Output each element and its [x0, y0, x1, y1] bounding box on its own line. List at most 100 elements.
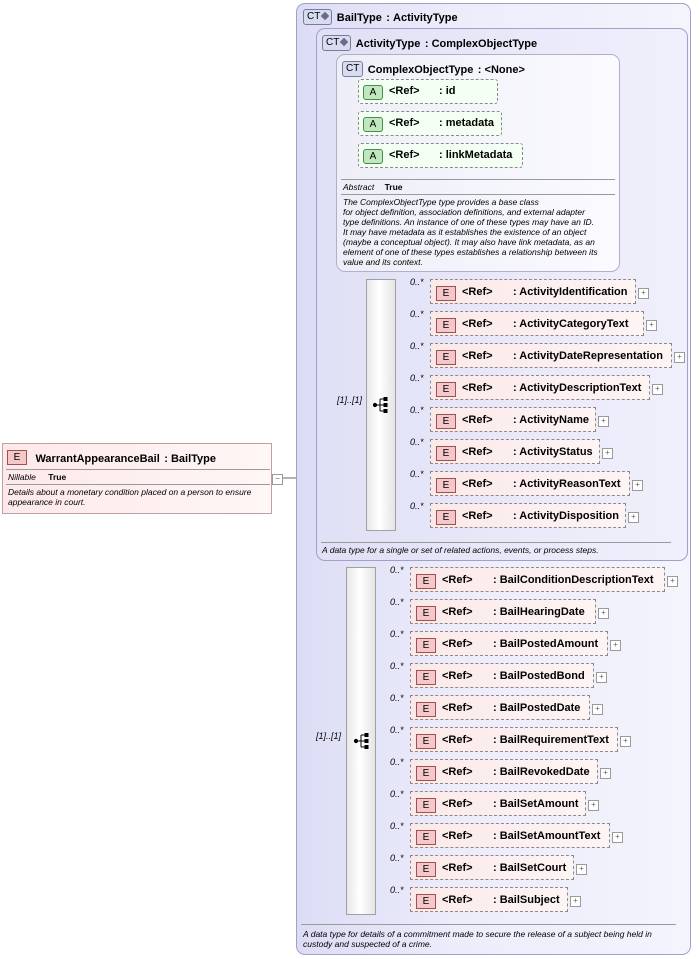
expand-toggle[interactable]: +: [600, 768, 611, 779]
expand-toggle[interactable]: +: [576, 864, 587, 875]
element-box[interactable]: E <Ref> : BailSubject: [410, 887, 568, 912]
element-icon: E: [436, 318, 456, 333]
element-box[interactable]: E<Ref>: BailRevokedDate: [410, 759, 598, 784]
expand-toggle[interactable]: +: [674, 352, 685, 363]
attribute-link-metadata[interactable]: A <Ref> : linkMetadata: [358, 143, 523, 168]
element-name: : BailHearingDate: [493, 606, 585, 618]
element-ref: <Ref>: [442, 894, 473, 906]
element-multiplicity: 0..*: [410, 341, 424, 351]
expand-toggle[interactable]: +: [667, 576, 678, 587]
element-icon: E: [416, 670, 436, 685]
element-icon: E: [416, 734, 436, 749]
element-name: : BailSubject: [493, 894, 560, 906]
element-name: : ActivityName: [513, 414, 590, 426]
element-box[interactable]: E<Ref>: BailConditionDescriptionText: [410, 567, 665, 592]
element-box[interactable]: E<Ref>: ActivityDateRepresentation: [430, 343, 672, 368]
element-multiplicity: 0..*: [410, 469, 424, 479]
element-icon: E: [7, 450, 27, 466]
element-ref: <Ref>: [442, 670, 473, 682]
element-multiplicity: 0..*: [390, 853, 404, 863]
element-name: : ActivityDisposition: [513, 510, 619, 522]
element-name: : BailConditionDescriptionText: [493, 574, 654, 586]
activity-type-name: ActivityType: [355, 38, 421, 50]
element-multiplicity: 0..*: [390, 565, 404, 575]
element-ref: <Ref>: [442, 574, 473, 586]
root-element-box[interactable]: E WarrantAppearanceBail : BailType Nilla…: [2, 443, 272, 514]
complex-object-type-name: ComplexObjectType: [367, 64, 474, 76]
expand-toggle[interactable]: +: [632, 480, 643, 491]
expand-toggle[interactable]: +: [592, 704, 603, 715]
complex-object-type-base: <None>: [484, 64, 525, 76]
attribute-name: : metadata: [439, 117, 495, 129]
element-icon: E: [416, 862, 436, 877]
element-box[interactable]: E<Ref>: ActivityDisposition: [430, 503, 626, 528]
element-box[interactable]: E <Ref> : ActivityStatus: [430, 439, 600, 464]
expand-toggle[interactable]: +: [646, 320, 657, 331]
element-box[interactable]: E<Ref>: BailPostedDate: [410, 695, 590, 720]
complex-type-icon: CT: [303, 8, 333, 25]
element-multiplicity: 0..*: [390, 725, 404, 735]
bail-type-header: CT BailType : ActivityType: [303, 8, 458, 26]
root-element-name: WarrantAppearanceBail: [35, 453, 160, 465]
element-ref: <Ref>: [442, 830, 473, 842]
activity-type-description: A data type for a single or set of relat…: [322, 545, 599, 555]
element-icon: E: [416, 894, 436, 909]
element-icon: E: [436, 414, 456, 429]
element-box[interactable]: E<Ref>: BailSetAmount: [410, 791, 586, 816]
attribute-id[interactable]: A <Ref> : id: [358, 79, 498, 104]
element-name: : BailSetAmountText: [493, 830, 601, 842]
element-ref: <Ref>: [442, 862, 473, 874]
element-name: : ActivityCategoryText: [513, 318, 629, 330]
element-ref: <Ref>: [442, 702, 473, 714]
element-name: : ActivityStatus: [513, 446, 593, 458]
nillable-key: Nillable: [8, 472, 36, 482]
element-box[interactable]: E<Ref>: ActivityCategoryText: [430, 311, 644, 336]
element-box[interactable]: E<Ref>: BailSetCourt: [410, 855, 574, 880]
element-name: : BailPostedAmount: [493, 638, 599, 650]
expand-toggle[interactable]: +: [638, 288, 649, 299]
element-multiplicity: 0..*: [390, 597, 404, 607]
expand-toggle[interactable]: +: [612, 832, 623, 843]
root-element-header: E WarrantAppearanceBail : BailType: [7, 449, 216, 467]
expand-toggle[interactable]: +: [652, 384, 663, 395]
root-element-type: BailType: [170, 453, 216, 465]
element-box[interactable]: E<Ref>: ActivityDescriptionText: [430, 375, 650, 400]
element-icon: E: [436, 478, 456, 493]
expand-toggle[interactable]: +: [610, 640, 621, 651]
element-icon: E: [416, 766, 436, 781]
element-box[interactable]: E<Ref>: ActivityReasonText: [430, 471, 630, 496]
expand-toggle[interactable]: +: [598, 416, 609, 427]
element-box[interactable]: E<Ref>: ActivityName: [430, 407, 596, 432]
activity-type-base: ComplexObjectType: [431, 38, 538, 50]
element-icon: E: [416, 702, 436, 717]
bail-type-base: ActivityType: [393, 12, 458, 24]
element-multiplicity: 0..*: [390, 661, 404, 671]
element-icon: E: [436, 446, 456, 461]
attribute-ref: <Ref>: [389, 85, 420, 97]
element-name: : BailSetAmount: [493, 798, 579, 810]
expand-toggle[interactable]: +: [628, 512, 639, 523]
expand-toggle[interactable]: +: [596, 672, 607, 683]
complex-type-icon: CT: [322, 34, 352, 51]
element-ref: <Ref>: [462, 446, 493, 458]
element-box[interactable]: E<Ref>: BailPostedBond: [410, 663, 594, 688]
element-box[interactable]: E<Ref>: BailPostedAmount: [410, 631, 608, 656]
expand-toggle[interactable]: +: [570, 896, 581, 907]
element-box[interactable]: E<Ref>: BailRequirementText: [410, 727, 618, 752]
element-box[interactable]: E<Ref>: BailHearingDate: [410, 599, 596, 624]
expand-toggle[interactable]: +: [598, 608, 609, 619]
collapse-toggle[interactable]: −: [272, 474, 283, 485]
expand-toggle[interactable]: +: [620, 736, 631, 747]
element-box[interactable]: E<Ref>: BailSetAmountText: [410, 823, 610, 848]
expand-toggle[interactable]: +: [588, 800, 599, 811]
element-box[interactable]: E<Ref>: ActivityIdentification: [430, 279, 636, 304]
element-ref: <Ref>: [442, 638, 473, 650]
bail-sequence-bar: [346, 567, 376, 915]
element-multiplicity: 0..*: [410, 373, 424, 383]
expand-toggle[interactable]: +: [602, 448, 613, 459]
attribute-metadata[interactable]: A <Ref> : metadata: [358, 111, 502, 136]
root-element-description: Details about a monetary condition place…: [8, 487, 252, 507]
attribute-name: : id: [439, 85, 456, 97]
attribute-ref: <Ref>: [389, 149, 420, 161]
complex-object-type-header: CT ComplexObjectType : <None>: [342, 60, 525, 78]
